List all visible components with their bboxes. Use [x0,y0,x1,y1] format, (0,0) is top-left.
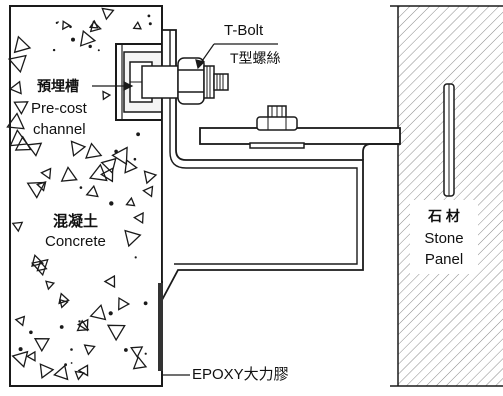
aggregate-stone [74,370,85,381]
aggregate-stone [59,298,69,309]
aggregate-dot [97,49,100,52]
aggregate-stone [83,344,96,356]
aggregate-stone [89,20,102,33]
aggregate-stone [53,364,69,381]
aggregate-stone [36,260,48,272]
aggregate-dot [147,14,151,18]
aggregate-stone [25,350,36,362]
aggregate-stone [132,355,148,370]
aggregate-dot [29,330,33,335]
aggregate-dot [71,37,75,42]
channel-label-cn: 預埋槽 [36,78,80,95]
aggregate-dot [109,201,114,206]
aggregate-dot [114,149,118,154]
aggregate-dot [143,301,148,306]
aggregate-stone [118,296,131,311]
stainless-bracket [161,29,401,372]
aggregate-dot [124,348,128,352]
aggregate-stone [36,181,47,192]
aggregate-stone [7,54,27,74]
aggregate-stone [8,80,22,95]
epoxy-layer [158,283,163,371]
aggregate-dot [70,348,73,351]
aggregate-stone [130,346,144,359]
aggregate-stone [79,29,97,47]
channel-label-en-1: Pre-cost [30,100,88,118]
aggregate-stone [9,129,29,147]
concrete-aggregate [6,7,158,381]
aggregate-stone [132,21,142,30]
aggregate-stone [26,181,46,199]
aggregate-stone [89,303,107,321]
aggregate-dot [55,21,58,24]
concrete-label-en: Concrete [44,233,107,251]
aggregate-stone [45,280,56,291]
aggregate-stone [100,167,114,183]
aggregate-stone [11,350,29,368]
aggregate-stone [13,35,32,54]
t-bolt [141,57,229,105]
aggregate-stone [60,166,78,182]
aggregate-stone [133,211,144,225]
aggregate-stone [31,254,45,268]
aggregate-dot [133,157,137,161]
aggregate-stone [102,90,112,101]
stone-label-en-1: Stone [424,230,464,247]
epoxy-label: EPOXY大力膠 [192,366,289,383]
aggregate-dot [88,44,92,49]
aggregate-stone [101,7,115,21]
aggregate-stone [124,158,138,174]
aggregate-dot [57,21,59,23]
stone-panel [390,5,503,387]
aggregate-stone [30,258,49,277]
aggregate-dot [18,347,23,352]
aggregate-stone [106,324,126,342]
channel-label-en-2: channel [32,121,87,139]
aggregate-stone [76,318,89,332]
aggregate-stone [6,112,25,130]
aggregate-stone [70,140,87,157]
tbolt-label-cn: T型螺絲 [230,50,281,66]
tbolt-label-en: T-Bolt [224,22,264,39]
aggregate-dot [78,320,81,323]
aggregate-stone [39,363,55,379]
stone-label-cn: 石 材 [428,208,460,224]
aggregate-stone [26,142,43,157]
aggregate-dot [79,186,83,189]
aggregate-dot [136,132,141,137]
aggregate-dot [70,362,73,364]
aggregate-dot [148,22,152,26]
arm-bolt-nut [249,105,305,149]
aggregate-dot [59,325,64,329]
aggregate-dot [144,352,147,355]
aggregate-stone [33,338,51,353]
aggregate-stone [111,146,128,166]
aggregate-stone [62,20,71,31]
aggregate-dot [134,256,137,259]
aggregate-stone [14,315,26,327]
aggregate-stone [125,196,136,207]
concrete-label-cn: 混凝土 [52,213,100,231]
aggregate-dot [52,48,56,52]
aggregate-stone [11,221,24,233]
stone-label-en-2: Panel [424,251,464,268]
aggregate-stone [100,157,117,174]
leader-lines [92,43,278,376]
aggregate-stone [40,167,52,180]
aggregate-dot [108,311,113,316]
aggregate-stone [143,170,158,185]
aggregate-stone [88,163,108,182]
aggregate-stone [58,292,70,305]
aggregate-stone [85,184,99,198]
aggregate-stone [124,229,142,248]
aggregate-stone [13,101,29,116]
dowel-pin [443,83,455,197]
aggregate-stone [103,274,116,289]
aggregate-stone [84,142,103,159]
aggregate-stone [142,185,154,198]
